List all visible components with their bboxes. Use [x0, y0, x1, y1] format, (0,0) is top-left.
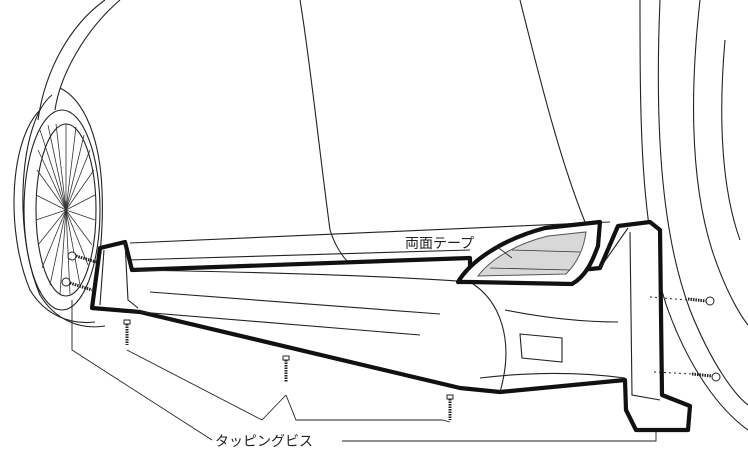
screw-leaders [71, 300, 657, 442]
screw-icon [61, 277, 93, 292]
tapping-screw-label: タッピングビス [215, 434, 313, 450]
screw-icon [446, 394, 454, 420]
tape-leader [495, 245, 513, 259]
side-skirt [89, 219, 693, 433]
screw-icon [123, 319, 131, 345]
side-skirt-recess [519, 333, 563, 363]
double-sided-tape-label: 両面テープ [405, 236, 474, 252]
screw-icon [282, 355, 290, 382]
wheel-spokes [35, 123, 96, 295]
screw-icon [67, 251, 97, 264]
screws [61, 251, 721, 420]
side-skirt-main [89, 219, 693, 433]
screw-icon [653, 371, 721, 382]
screw-icon [649, 296, 715, 306]
double-sided-tape-area [455, 219, 603, 287]
